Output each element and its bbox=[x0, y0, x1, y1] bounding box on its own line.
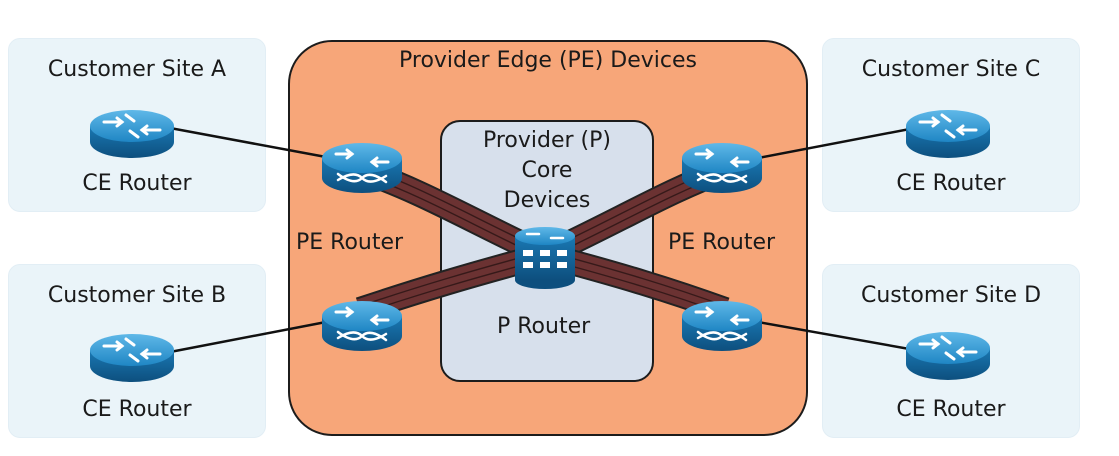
router-icon bbox=[320, 299, 404, 353]
core-router-icon bbox=[515, 227, 575, 289]
link-a-pe bbox=[169, 126, 327, 159]
router-icon bbox=[320, 141, 404, 195]
p-router-label: P Router bbox=[497, 314, 591, 339]
core-title-line1: Provider (P) bbox=[482, 128, 611, 153]
site-b-title: Customer Site B bbox=[47, 283, 227, 308]
router-icon bbox=[680, 299, 764, 353]
link-d-pe bbox=[757, 320, 916, 352]
router-icon bbox=[680, 141, 764, 195]
site-b-ce-label: CE Router bbox=[82, 397, 192, 422]
router-icon bbox=[904, 330, 992, 382]
site-d-ce-label: CE Router bbox=[896, 397, 1006, 422]
customer-site-a: Customer Site A CE Router bbox=[8, 38, 266, 212]
site-a-title: Customer Site A bbox=[47, 57, 227, 82]
site-a-ce-label: CE Router bbox=[82, 171, 192, 196]
pe-router-left-label: PE Router bbox=[296, 230, 404, 255]
provider-core-title: Provider (P) Core Devices bbox=[442, 126, 652, 216]
link-b-pe bbox=[169, 320, 327, 354]
core-title-line3: Devices bbox=[503, 188, 591, 213]
router-icon bbox=[904, 108, 992, 160]
site-c-ce-label: CE Router bbox=[896, 171, 1006, 196]
pe-router-right-label: PE Router bbox=[668, 230, 776, 255]
provider-edge-title: Provider Edge (PE) Devices bbox=[399, 48, 697, 73]
site-d-title: Customer Site D bbox=[860, 283, 1042, 308]
link-c-pe bbox=[757, 126, 916, 160]
router-icon bbox=[88, 108, 176, 160]
site-c-title: Customer Site C bbox=[861, 57, 1041, 82]
customer-site-c: Customer Site C CE Router bbox=[822, 38, 1080, 212]
core-title-line2: Core bbox=[521, 158, 573, 183]
ce-pe-links bbox=[169, 126, 916, 354]
router-icon bbox=[88, 332, 176, 384]
